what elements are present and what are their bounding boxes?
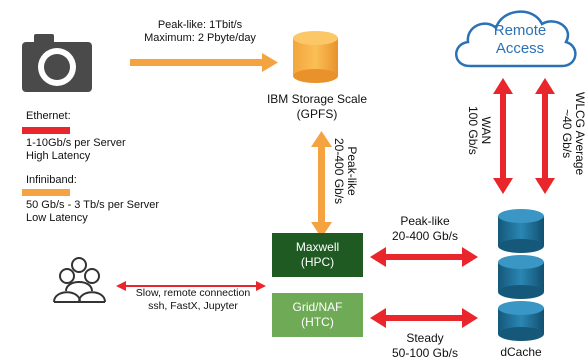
wlcg-arrow [535,78,555,194]
legend-infiniband-desc: 50 Gb/s - 3 Tb/s per Server Low Latency [26,199,159,225]
maxwell-link-label: Peak-like 20-400 Gb/s [380,214,470,244]
maxwell-line1: Maxwell [295,240,340,254]
grid-line2: (HTC) [301,315,334,329]
remote-access-label: Remote Access [480,22,560,58]
cloud-icon [455,10,577,68]
remote-line1: Remote [493,22,547,39]
storage-maxwell-arrow [311,131,332,238]
legend-infiniband-line2: 50 Gb/s - 3 Tb/s per Server [26,199,160,211]
storage-link-line2: 20-400 Gb/s [332,138,346,205]
storage-link-line1: Peak-like [345,146,359,196]
grid-link-line1: Steady [406,331,444,345]
wan-arrow [493,78,513,194]
legend-infiniband-title: Infiniband: [26,174,77,186]
maxwell-dcache-arrow [370,247,478,267]
grid-dcache-arrow [370,308,478,328]
maxwell-line2: (HPC) [300,255,335,269]
grid-link-label: Steady 50-100 Gb/s [380,331,470,361]
legend-ethernet-line3: High Latency [26,150,91,162]
camera-rate-label: Peak-like: 1Tbit/s Maximum: 2 Pbyte/day [140,19,260,45]
legend-infiniband-line3: Low Latency [26,212,88,224]
wlcg-line2: ~40 Gb/s [560,109,574,159]
grid-line1: Grid/NAF [292,300,343,314]
wlcg-line1: WLCG Average [573,92,587,176]
remote-line2: Access [495,40,545,57]
storage-cylinder-icon [293,31,338,83]
grid-box: Grid/NAF (HTC) [272,293,363,337]
wan-line2: 100 Gb/s [466,106,480,155]
camera-to-storage-arrow [130,53,278,72]
users-connection-arrow [116,281,266,291]
camera-label-line2: Maximum: 2 Pbyte/day [144,32,256,44]
infiniband-swatch [22,189,70,196]
camera-label-line1: Peak-like: 1Tbit/s [157,19,243,31]
legend-ethernet-desc: 1-10Gb/s per Server High Latency [26,137,126,163]
dcache-icon [498,209,544,341]
storage-link-label: Peak-like 20-400 Gb/s [332,138,359,205]
storage-name-line1: IBM Storage Scale [266,92,368,106]
storage-name: IBM Storage Scale (GPFS) [262,92,372,122]
wan-label: WAN 100 Gb/s [466,106,493,155]
wan-line1: WAN [479,116,493,145]
users-line1: Slow, remote connection [135,287,251,299]
legend-ethernet-line2: 1-10Gb/s per Server [26,137,126,149]
dcache-label: dCache [500,345,542,359]
maxwell-box: Maxwell (HPC) [272,233,363,277]
users-connection-label: Slow, remote connection ssh, FastX, Jupy… [120,287,266,313]
users-icon [53,257,106,303]
storage-name-line2: (GPFS) [296,107,338,121]
wlcg-label: WLCG Average ~40 Gb/s [560,92,587,176]
maxwell-link-line1: Peak-like [400,214,450,228]
camera-icon [22,34,92,92]
grid-link-line2: 50-100 Gb/s [391,346,459,360]
ethernet-swatch [22,127,70,134]
users-line2: ssh, FastX, Jupyter [148,300,238,312]
maxwell-link-line2: 20-400 Gb/s [391,229,459,243]
legend-ethernet-title: Ethernet: [26,110,71,122]
